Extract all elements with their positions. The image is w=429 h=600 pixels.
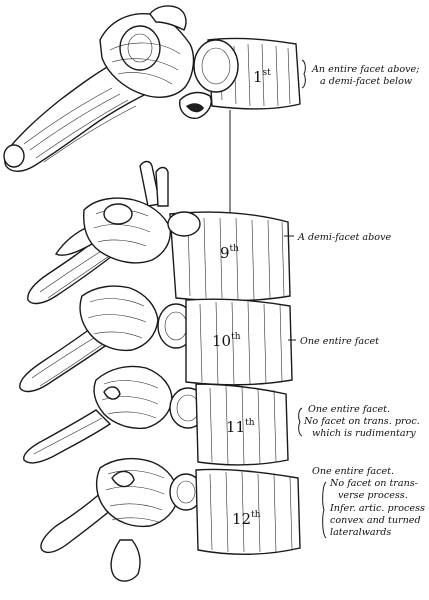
first-vertebra-label: 1st <box>253 68 271 86</box>
tenth-annotation: One entire facet <box>300 336 379 347</box>
first-annotation: An entire facet above; a demi-facet belo… <box>311 64 423 87</box>
eleventh-annotation: One entire facet. No facet on trans. pro… <box>303 404 423 439</box>
first-annotation-brace <box>301 59 306 89</box>
tenth-vertebra-label: 10th <box>212 332 241 350</box>
eleventh-thoracic-vertebra: 11th <box>23 365 289 466</box>
eleventh-vertebra-label: 11th <box>226 418 255 436</box>
ninth-thoracic-vertebra: 9th <box>27 160 291 305</box>
first-transverse-process <box>4 59 152 172</box>
ninth-vertebra-label: 9th <box>220 244 239 262</box>
tenth-thoracic-vertebra: 10th <box>19 285 293 393</box>
twelfth-thoracic-vertebra: 12th <box>40 457 301 582</box>
twelfth-vertebral-body <box>195 468 301 555</box>
twelfth-annotation: One entire facet. No facet on trans- ver… <box>312 466 428 538</box>
eleventh-annotation-brace <box>298 407 303 437</box>
first-thoracic-vertebra: 1st <box>3 5 301 172</box>
eleventh-vertebral-body <box>195 383 289 466</box>
ninth-annotation: A demi-facet above <box>297 232 391 243</box>
twelfth-vertebra-label: 12th <box>232 510 261 528</box>
twelfth-annotation-brace <box>322 481 327 539</box>
